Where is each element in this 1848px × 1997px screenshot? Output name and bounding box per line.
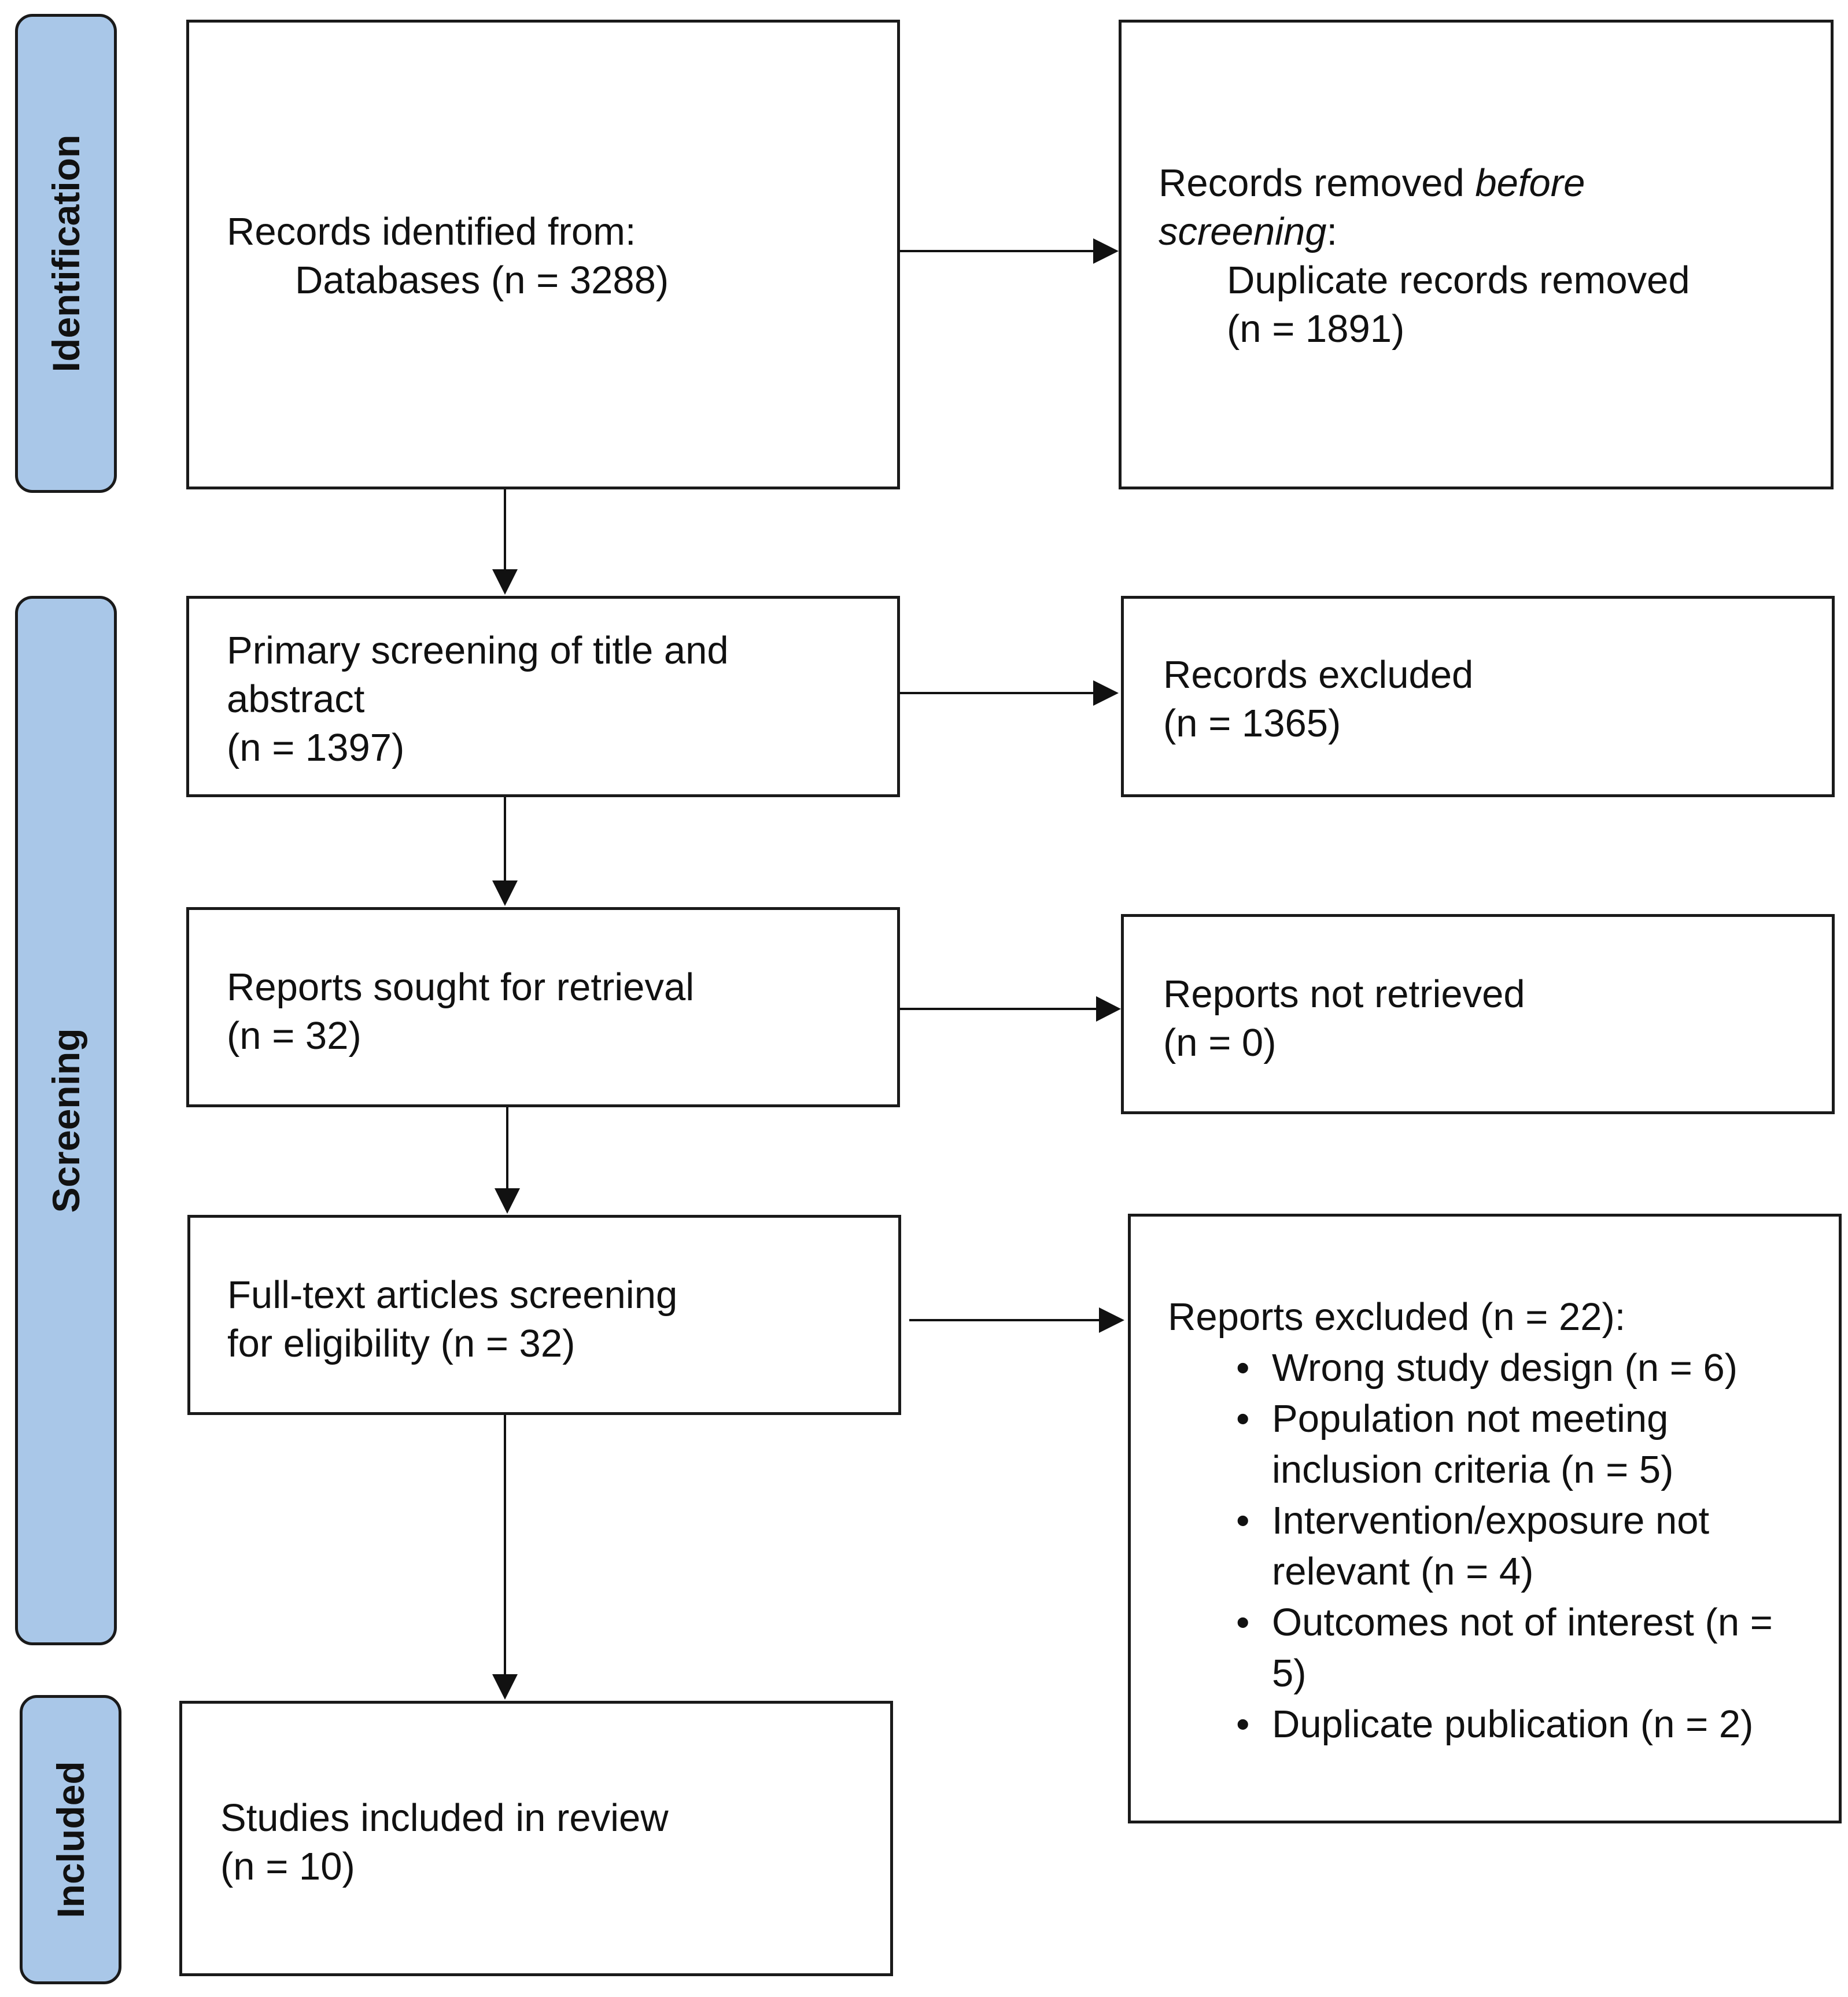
bullet-icon: • bbox=[1236, 1703, 1250, 1746]
records-identified-box: Records identified from: Databases (n = … bbox=[186, 20, 900, 489]
bullet-icon: • bbox=[1236, 1601, 1250, 1644]
studies-included-count: (n = 10) bbox=[220, 1845, 355, 1888]
primary-screening-line2: abstract bbox=[227, 677, 365, 721]
bullet-icon: • bbox=[1236, 1346, 1250, 1390]
reports-not-retrieved-box: Reports not retrieved (n = 0) bbox=[1121, 914, 1835, 1114]
exclusion-reason-text: Population not meeting bbox=[1272, 1397, 1669, 1440]
records-removed-heading-cont: screening: bbox=[1159, 208, 1831, 256]
records-excluded-label: Records excluded bbox=[1163, 653, 1474, 697]
screening-emphasis: screening bbox=[1159, 210, 1327, 253]
primary-screening-line1: Primary screening of title and bbox=[227, 629, 729, 672]
primary-screening-box: Primary screening of title and abstract … bbox=[186, 596, 900, 797]
arrowhead-right bbox=[1096, 996, 1121, 1022]
exclusion-reason-text: Wrong study design (n = 6) bbox=[1272, 1346, 1738, 1390]
reports-sought-label: Reports sought for retrieval bbox=[227, 966, 695, 1009]
records-excluded-count: (n = 1365) bbox=[1163, 702, 1341, 745]
records-identified-heading: Records identified from: bbox=[227, 210, 636, 253]
exclusion-reason-text: Outcomes not of interest (n = bbox=[1272, 1601, 1773, 1644]
before-emphasis: before bbox=[1475, 161, 1585, 205]
reports-excluded-box: Reports excluded (n = 22): • Wrong study… bbox=[1128, 1214, 1842, 1823]
full-text-screening-box: Full-text articles screening for eligibi… bbox=[187, 1215, 901, 1415]
records-removed-box: Records removed before screening: Duplic… bbox=[1119, 20, 1834, 489]
exclusion-reason-text-cont: inclusion criteria (n = 5) bbox=[1272, 1448, 1674, 1491]
phase-screening-tab: Screening bbox=[15, 596, 117, 1645]
exclusion-reason-text: Intervention/exposure not bbox=[1272, 1499, 1710, 1542]
full-text-line1: Full-text articles screening bbox=[227, 1273, 678, 1317]
exclusion-reason-item: • Population not meeting inclusion crite… bbox=[1168, 1394, 1839, 1495]
arrowhead-right bbox=[1093, 680, 1119, 706]
exclusion-reason-item: • Wrong study design (n = 6) bbox=[1168, 1343, 1839, 1394]
databases-count: Databases (n = 3288) bbox=[295, 259, 669, 302]
exclusion-reason-text-cont: 5) bbox=[1272, 1652, 1307, 1695]
records-removed-text: Records removed bbox=[1159, 161, 1476, 205]
arrowhead-down bbox=[492, 569, 518, 595]
exclusion-reason-item: • Intervention/exposure not relevant (n … bbox=[1168, 1495, 1839, 1597]
phase-identification-tab: Identification bbox=[15, 14, 117, 493]
duplicate-records-label: Duplicate records removed bbox=[1227, 259, 1690, 302]
reports-excluded-heading: Reports excluded (n = 22): bbox=[1168, 1295, 1626, 1339]
arrowhead-right bbox=[1099, 1307, 1124, 1333]
bullet-icon: • bbox=[1236, 1397, 1250, 1440]
phase-included-tab: Included bbox=[20, 1695, 121, 1984]
studies-included-label: Studies included in review bbox=[220, 1796, 669, 1840]
studies-included-box: Studies included in review (n = 10) bbox=[179, 1701, 893, 1976]
reports-not-retrieved-label: Reports not retrieved bbox=[1163, 972, 1525, 1016]
reports-sought-box: Reports sought for retrieval (n = 32) bbox=[186, 907, 900, 1107]
reports-not-retrieved-count: (n = 0) bbox=[1163, 1021, 1277, 1064]
records-excluded-box: Records excluded (n = 1365) bbox=[1121, 596, 1835, 797]
reports-sought-count: (n = 32) bbox=[227, 1014, 362, 1058]
exclusion-reason-item: • Duplicate publication (n = 2) bbox=[1168, 1699, 1839, 1750]
colon-text: : bbox=[1326, 210, 1338, 253]
records-removed-heading: Records removed before bbox=[1159, 159, 1831, 208]
exclusion-reason-text: Duplicate publication (n = 2) bbox=[1272, 1703, 1754, 1746]
exclusion-reason-item: • Outcomes not of interest (n = 5) bbox=[1168, 1597, 1839, 1699]
arrowhead-down bbox=[492, 1674, 518, 1700]
arrowhead-down bbox=[492, 880, 518, 906]
arrowhead-down bbox=[495, 1188, 520, 1214]
bullet-icon: • bbox=[1236, 1499, 1250, 1542]
exclusion-reasons-list: • Wrong study design (n = 6) • Populatio… bbox=[1168, 1343, 1839, 1750]
primary-screening-count: (n = 1397) bbox=[227, 726, 405, 769]
full-text-line2: for eligibility (n = 32) bbox=[227, 1322, 576, 1365]
duplicate-records-count: (n = 1891) bbox=[1227, 307, 1405, 351]
arrowhead-right bbox=[1093, 238, 1119, 264]
exclusion-reason-text-cont: relevant (n = 4) bbox=[1272, 1550, 1534, 1593]
